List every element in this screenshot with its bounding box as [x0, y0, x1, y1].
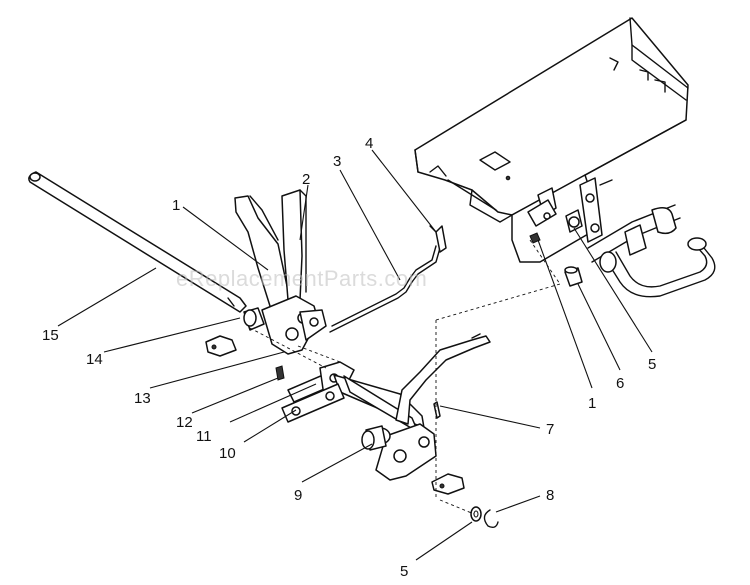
cross-shaft — [281, 333, 491, 481]
frame-bracket — [527, 177, 603, 243]
callout-14: 14 — [86, 351, 103, 368]
rod-15 — [28, 171, 247, 313]
chassis-frame — [414, 17, 689, 263]
u-rod — [587, 204, 716, 298]
leader-lines — [57, 149, 653, 561]
callout-5-right: 5 — [648, 356, 656, 373]
callout-1-right: 1 — [588, 395, 596, 412]
callout-4: 4 — [365, 135, 373, 152]
bushing-6 — [564, 266, 583, 287]
callout-labels: 1 2 3 4 15 14 13 12 11 10 9 7 8 5 1 6 5 — [42, 135, 656, 580]
callout-6: 6 — [616, 375, 624, 392]
pedal-bracket — [234, 189, 327, 355]
pin-1-right — [529, 232, 541, 244]
callout-13: 13 — [134, 390, 151, 407]
callout-15: 15 — [42, 327, 59, 344]
alignment-lines — [249, 239, 561, 515]
callout-1-left: 1 — [172, 197, 180, 214]
clip-8 — [483, 509, 499, 529]
callout-10: 10 — [219, 445, 236, 462]
callout-2: 2 — [302, 171, 310, 188]
callout-12: 12 — [176, 414, 193, 431]
callout-7: 7 — [546, 421, 554, 438]
callout-11: 11 — [196, 428, 212, 445]
watermark: eReplacementParts.com — [176, 266, 427, 291]
bushing-14 — [243, 307, 265, 331]
pin-7 — [433, 401, 441, 419]
clip-13 — [205, 335, 237, 357]
washer-5-lower — [470, 506, 482, 522]
callout-5-lower: 5 — [400, 563, 408, 580]
callout-3: 3 — [333, 153, 341, 170]
screw-12 — [275, 365, 285, 381]
clip-lower — [431, 473, 465, 495]
callout-9: 9 — [294, 487, 302, 504]
callout-8: 8 — [546, 487, 554, 504]
